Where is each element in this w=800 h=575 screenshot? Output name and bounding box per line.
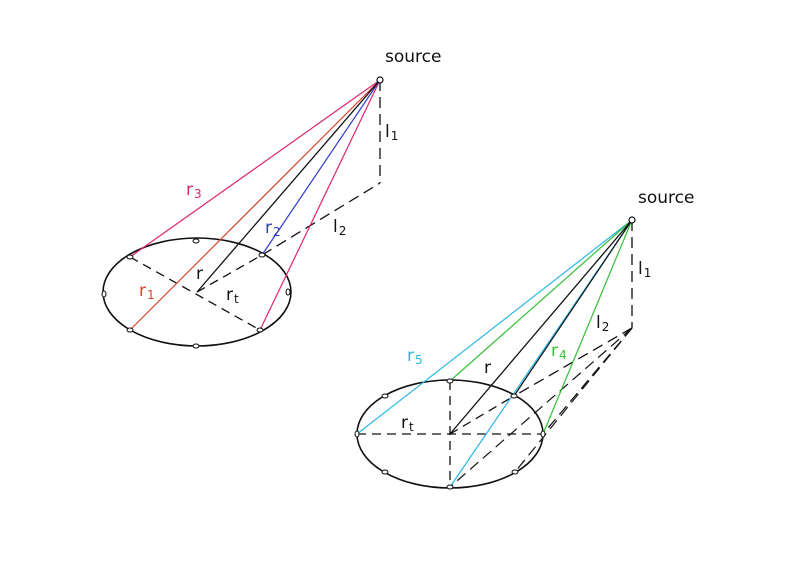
l2-dashed-line-1 [261, 182, 381, 256]
foot-dashed-line-c-2 [514, 327, 633, 473]
dashed-diameter-a-1 [129, 256, 261, 331]
label-l1-2: l1 [638, 259, 651, 280]
label-r-2: r [484, 358, 491, 378]
ray-r1-1 [129, 79, 381, 331]
label-rt-2: rt [401, 413, 414, 434]
diagram-2: source r5 r4 r rt l1 l2 [354, 188, 694, 490]
label-r2-1: r2 [265, 218, 281, 239]
source-point-2 [628, 216, 636, 224]
label-r5-2: r5 [407, 346, 423, 367]
label-r3-1: r3 [186, 180, 202, 201]
foot-dashed-line-b-2 [449, 327, 633, 488]
ray-r5-2 [356, 219, 633, 435]
dashed-diameter-b-1 [196, 254, 263, 293]
ray-r-1 [196, 79, 381, 293]
label-r4-2: r4 [551, 341, 567, 362]
label-r1-1: r1 [139, 281, 155, 302]
ray-r-2 [449, 219, 633, 435]
ray-r2-1 [261, 79, 381, 256]
ray-green-a-2 [449, 219, 633, 382]
label-r-1: r [196, 264, 203, 284]
ellipse-points-2 [354, 378, 546, 490]
label-rt-1: rt [226, 285, 239, 306]
ray-r3-1 [129, 79, 381, 258]
source-label-1: source [385, 47, 441, 67]
ellipse-points-1 [101, 238, 291, 349]
diagram-1: source r3 r2 r1 r rt l1 l2 [101, 47, 441, 349]
label-l2-1: l2 [333, 217, 346, 238]
source-point-1 [376, 76, 384, 84]
ray-r4-2 [542, 219, 633, 435]
ray-to-point-2 [513, 219, 633, 397]
label-l2-2: l2 [596, 313, 609, 334]
dashed-diagonal-2 [449, 395, 515, 435]
source-label-2: source [638, 188, 694, 208]
label-l1-1: l1 [385, 122, 398, 143]
ray-r3b-1 [259, 79, 381, 331]
